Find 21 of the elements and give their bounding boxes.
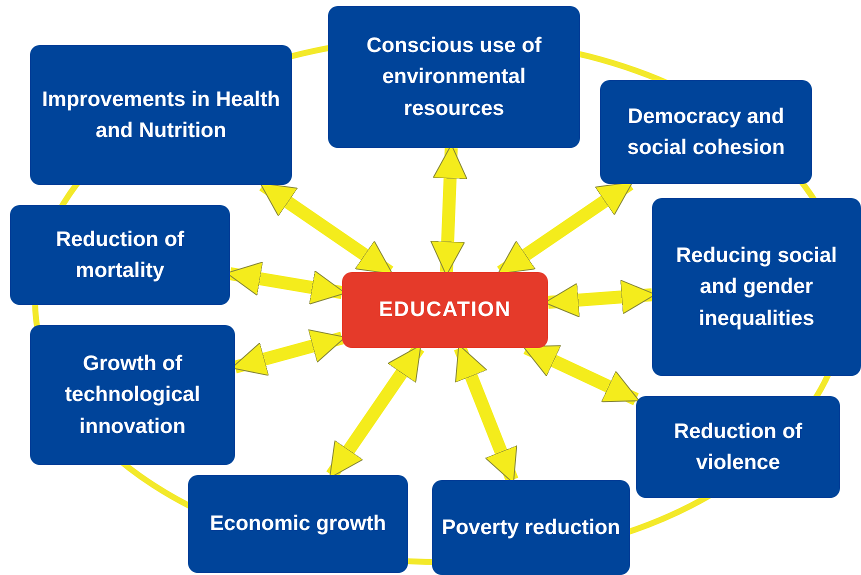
topic-box: [328, 6, 580, 148]
center-box: [342, 272, 548, 348]
topic-label: Economic growth: [210, 511, 386, 538]
topic-box: [10, 205, 230, 305]
topic-label: Reducing social and gender inequalities: [674, 242, 838, 332]
topic-label: Conscious use of environmental resources: [365, 32, 543, 122]
topic-label: Poverty reduction: [442, 514, 620, 541]
topic-label: Improvements in Health and Nutrition: [40, 86, 282, 144]
topic-box: [188, 475, 408, 573]
topic-box: [30, 45, 292, 185]
topic-box: [600, 80, 812, 184]
topic-box: [30, 325, 235, 465]
topic-box: [432, 480, 630, 575]
double-arrow: [522, 342, 640, 406]
topic-label: Reduction of violence: [672, 418, 804, 476]
topic-label: Reduction of mortality: [54, 226, 186, 284]
topic-label: Growth of technological innovation: [64, 350, 202, 440]
topic-box: [636, 396, 840, 498]
center-label: EDUCATION: [378, 297, 512, 324]
topic-label: Democracy and social cohesion: [626, 104, 786, 161]
topic-box: [652, 198, 861, 376]
